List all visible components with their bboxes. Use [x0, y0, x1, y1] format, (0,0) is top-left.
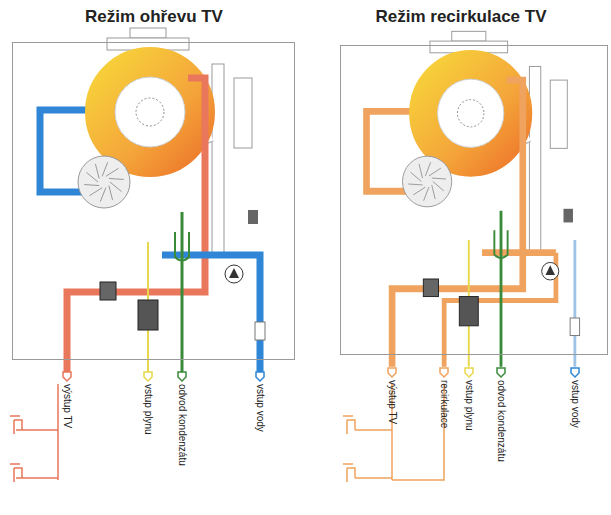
fan-blade — [432, 178, 446, 180]
tap-symbol — [10, 416, 22, 434]
fan-blade — [106, 168, 119, 176]
tap-symbol — [343, 416, 355, 434]
fan-blade — [95, 164, 99, 179]
burner — [136, 98, 164, 126]
port-arrow — [465, 368, 473, 377]
fan-blade — [100, 188, 106, 202]
expansion-vessel — [550, 80, 567, 148]
fan-blade — [411, 172, 422, 181]
tap-line — [22, 384, 58, 480]
siphon — [175, 232, 189, 261]
boiler-panel: Režim ohřevu TV — [12, 42, 295, 360]
fan-blade — [408, 183, 422, 185]
port-label: výstup TV — [62, 384, 73, 428]
tap-symbol — [10, 464, 22, 482]
port-label: odvod kondenzátu — [496, 380, 507, 462]
port-arrow — [388, 368, 396, 377]
fan-blade — [424, 187, 429, 201]
panel-heading: Režim recirkulace TV — [375, 7, 546, 27]
tap-symbol — [343, 464, 355, 482]
expansion-vessel — [234, 78, 252, 148]
pipe — [573, 240, 576, 367]
port-label: vstup vody — [570, 380, 581, 428]
burner-chamber — [115, 77, 185, 147]
fan-blade — [84, 184, 99, 186]
pump — [225, 265, 243, 283]
gas-valve — [459, 297, 478, 326]
boiler-panel: Režim recirkulace TV — [340, 45, 608, 355]
pipe — [67, 78, 205, 372]
pump-arrow — [229, 268, 239, 278]
fan-blade — [425, 162, 430, 176]
pipe — [162, 255, 260, 372]
air-tube — [212, 64, 224, 254]
fan-blade — [109, 186, 113, 201]
condensate-line — [500, 211, 503, 367]
fan-blade — [102, 162, 108, 176]
heat-exchanger — [423, 65, 518, 163]
pipe — [392, 80, 523, 367]
port-arrow — [256, 372, 264, 381]
port-label: vstup plynu — [464, 380, 475, 431]
port-arrow — [440, 368, 448, 377]
pipe — [482, 249, 556, 256]
port-label: vstup plynu — [143, 384, 154, 435]
port-arrow — [571, 368, 579, 377]
air-tube — [529, 66, 540, 251]
panel-heading: Režim ohřevu TV — [85, 7, 223, 27]
port-label: vstup vody — [255, 384, 266, 432]
port-arrow — [178, 372, 186, 381]
port-arrow — [497, 368, 505, 377]
port-label: výstup TV — [387, 380, 398, 424]
tap-line — [355, 384, 444, 480]
port-label: recirkulace — [439, 380, 450, 428]
fan-blade — [429, 168, 441, 176]
port-arrow — [63, 372, 71, 381]
flue — [130, 28, 166, 38]
siphon — [494, 230, 507, 258]
fan-blade — [109, 178, 124, 180]
condensate-line — [181, 212, 184, 372]
air-vent — [563, 209, 572, 223]
gas-valve — [138, 300, 158, 330]
port-label: odvod kondenzátu — [177, 384, 188, 466]
fan-blade — [86, 172, 98, 182]
pump — [542, 262, 559, 280]
air-vent — [248, 210, 258, 224]
fan — [403, 156, 452, 207]
fan — [78, 156, 130, 208]
port-arrow — [144, 372, 152, 381]
burner — [457, 100, 484, 127]
heat-exchanger — [100, 62, 200, 162]
fan-blade — [432, 185, 436, 199]
diverter-valve — [100, 282, 116, 300]
flue — [452, 31, 486, 41]
fan-blade — [419, 164, 423, 178]
fan-blade — [110, 182, 122, 192]
pump-arrow — [545, 265, 554, 275]
filter — [255, 322, 265, 340]
diverter-valve — [423, 279, 438, 297]
fan-blade — [433, 182, 444, 191]
fan-blade — [413, 187, 425, 195]
burner-chamber — [438, 79, 504, 147]
filter — [570, 318, 579, 336]
fan-blade — [89, 188, 102, 196]
